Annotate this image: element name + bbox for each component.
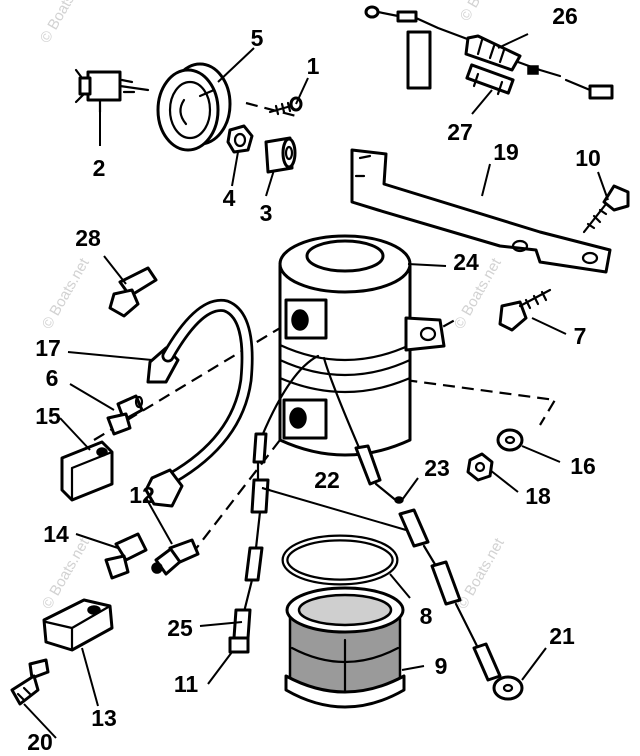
callout-27: 27: [447, 119, 473, 145]
callout-6: 6: [46, 365, 59, 391]
part-20-nipple: [10, 658, 50, 706]
part-3-spacer: [264, 136, 297, 174]
part-1-screw: [268, 96, 303, 116]
part-27-fuse: [465, 63, 515, 96]
callout-3: 3: [260, 200, 273, 226]
callout-numbers: 1 2 3 4 5 6 7 8 9 10 11 12 13 14 15 16 1…: [27, 3, 601, 755]
callout-16: 16: [570, 453, 596, 479]
callout-17: 17: [35, 335, 61, 361]
callout-20: 20: [27, 729, 53, 755]
part-24-pump: [278, 234, 446, 457]
part-28-fitting: [108, 266, 158, 318]
part-6-fitting: [106, 394, 144, 436]
callout-18: 18: [525, 483, 551, 509]
part-10-bolt: [582, 184, 630, 234]
callout-2: 2: [93, 155, 106, 181]
callout-19: 19: [493, 139, 519, 165]
callout-5: 5: [251, 25, 264, 51]
watermark: © Boats.net: [37, 0, 91, 46]
part-9-filter: [284, 586, 406, 709]
callout-13: 13: [91, 705, 117, 731]
callout-21: 21: [549, 623, 575, 649]
callout-12: 12: [129, 482, 155, 508]
leader-lines: [23, 33, 609, 739]
callout-26: 26: [552, 3, 578, 29]
part-26-harness: [364, 5, 614, 100]
callout-1: 1: [307, 53, 320, 79]
part-16-washer: [496, 428, 524, 452]
part-14-fitting: [104, 532, 148, 580]
callout-14: 14: [43, 521, 69, 547]
part-5-gauge: [156, 62, 232, 152]
part-23-ground-lead: [354, 444, 524, 701]
callout-15: 15: [35, 403, 61, 429]
part-8-o-ring: [281, 534, 399, 586]
callout-7: 7: [574, 323, 587, 349]
part-25-connector: [228, 608, 252, 654]
part-7-bolt: [498, 288, 552, 332]
part-19-bracket: [350, 148, 612, 274]
callout-25: 25: [167, 615, 193, 641]
part-4-nut: [226, 124, 254, 154]
callout-23: 23: [424, 455, 450, 481]
callout-11: 11: [174, 671, 199, 697]
part-18-nut: [466, 452, 494, 482]
part-12-fitting: [151, 538, 200, 576]
callout-9: 9: [435, 653, 448, 679]
callout-4: 4: [223, 185, 236, 211]
callout-28: 28: [75, 225, 101, 251]
watermark: © Boats.net: [457, 0, 511, 24]
watermark: © Boats.net: [39, 255, 93, 332]
callout-24: 24: [453, 249, 479, 275]
callout-8: 8: [420, 603, 433, 629]
callout-10: 10: [575, 145, 601, 171]
part-17-fuel-line: [144, 298, 254, 508]
callout-22: 22: [314, 467, 340, 493]
part-15-block: [60, 440, 114, 502]
part-13-block: [42, 598, 114, 652]
part-2-switch: [74, 68, 150, 114]
watermark: © Boats.net: [454, 535, 508, 612]
